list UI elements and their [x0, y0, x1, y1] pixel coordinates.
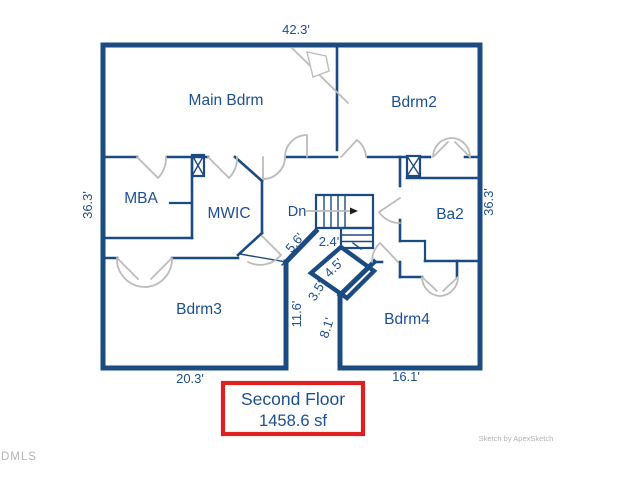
- stair-direction-arrow-icon: [350, 207, 358, 215]
- room-label-ba2: Ba2: [436, 206, 464, 223]
- door-swing-mwic: [207, 156, 238, 179]
- stair-lower-box: [339, 226, 375, 250]
- door-swing-bdrm4-closet-left: [421, 276, 441, 297]
- chase-x: [406, 155, 421, 177]
- door-swing-hall-a: [262, 156, 286, 180]
- room-label-bdrm4: Bdrm4: [384, 311, 430, 328]
- exterior-walls: [100, 42, 483, 371]
- door-swing-ba2: [378, 197, 401, 224]
- title-floor-name: Second Floor: [241, 389, 345, 409]
- wall-hall-edge: [239, 253, 287, 263]
- stair-down-label: Dn: [288, 204, 307, 220]
- door-swing-hall-closet: [247, 235, 282, 266]
- dim-left: 36.3': [80, 191, 95, 219]
- wall-mwic-chamfer-top: [233, 155, 264, 183]
- dimension-tick: [352, 242, 362, 250]
- dim-stair-diag: 5.6': [282, 230, 307, 255]
- chase-symbols: [190, 153, 422, 178]
- room-label-mwic: MWIC: [207, 205, 250, 222]
- door-swing-bdrm3-left: [116, 257, 146, 288]
- door-swing-bdrm4-closet-right: [439, 276, 459, 297]
- chase-box: [190, 153, 206, 178]
- title-box: Second Floor 1458.6 sf: [220, 380, 366, 437]
- door-swing-bdrm3-right: [144, 257, 173, 288]
- door-swing-bdrm2-closet-right: [451, 137, 471, 158]
- watermark-text: DMLS: [1, 451, 37, 463]
- door-swing-hall-b: [284, 134, 308, 158]
- room-label-bdrm3: Bdrm3: [176, 301, 222, 318]
- room-labels: Main Bdrm Bdrm2 MBA MWIC Ba2 Bdrm3 Bdrm4…: [124, 92, 464, 328]
- stair-treads-horizontal: [340, 234, 374, 243]
- stair-run-walls: [307, 244, 378, 301]
- dim-bottom-right: 16.1': [392, 369, 420, 384]
- dim-bottom-left: 20.3': [176, 371, 204, 386]
- credit-text: Sketch by ApexSketch: [479, 434, 554, 443]
- dim-right: 36.3': [481, 188, 496, 216]
- room-label-mba: MBA: [124, 190, 158, 207]
- chase-symbol: [190, 153, 206, 178]
- door-swing-mba: [136, 156, 167, 179]
- title-box-border: [220, 380, 366, 437]
- door-swing-bdrm2: [340, 139, 367, 158]
- room-label-main-bdrm: Main Bdrm: [189, 92, 264, 109]
- dim-stair-width: 2.4': [319, 234, 340, 249]
- door-swings: [116, 47, 471, 297]
- corner-wall-diagonal: [291, 47, 349, 104]
- interior-walls: [101, 43, 482, 279]
- dimension-tick: [281, 256, 291, 266]
- door-swing-bdrm2-closet-left: [432, 137, 453, 158]
- door-swing-bdrm4: [371, 242, 399, 263]
- staircase: [281, 193, 378, 301]
- title-floor-area: 1458.6 sf: [259, 412, 327, 430]
- wall-mwic-chamfer-bottom: [236, 231, 264, 257]
- room-label-bdrm2: Bdrm2: [391, 94, 437, 111]
- corner-door-leaf: [306, 51, 330, 78]
- chase-symbol: [405, 154, 422, 178]
- chase-x: [191, 154, 205, 177]
- wall-notch-chamfer-left: [282, 227, 320, 266]
- dim-notch-left: 11.6': [289, 301, 304, 328]
- chase-box: [405, 154, 422, 178]
- dim-top: 42.3': [282, 22, 310, 37]
- dim-notch-right: 8.1': [316, 316, 337, 340]
